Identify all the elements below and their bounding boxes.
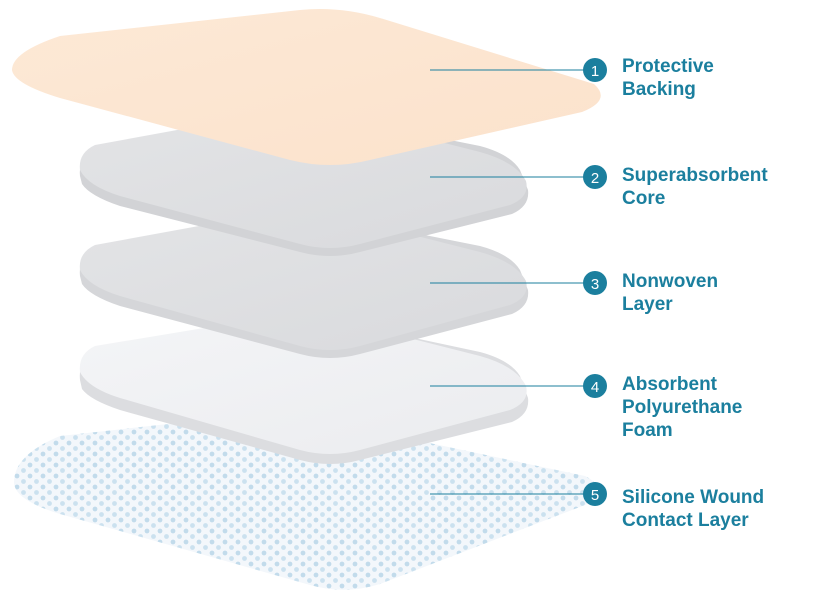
nonwoven-layer-shape [79,210,529,358]
number-badge-2: 2 [583,165,607,189]
number-badge-4: 4 [583,374,607,398]
number-badge-1: 1 [583,58,607,82]
leader-lines [430,69,585,495]
silicone-contact-layer-shape [14,414,599,590]
badge-number-1: 1 [591,63,599,80]
badge-number-3: 3 [591,276,599,293]
protective-backing-shape [12,9,601,165]
layer-label-nonwoven-layer: Nonwoven Layer [622,271,719,315]
foam-layer-shape [79,314,529,464]
badge-number-2: 2 [591,170,599,187]
layer-label-protective-backing: Protective Backing [622,56,714,100]
layer-label-superabsorbent-core: Superabsorbent Core [622,165,768,209]
layer-label-silicone-contact: Silicone Wound Contact Layer [622,487,765,531]
number-badge-5: 5 [583,482,607,506]
badge-number-4: 4 [591,379,599,396]
number-badge-3: 3 [583,271,607,295]
layer-label-absorbent-foam: Absorbent Polyurethane Foam [622,374,743,441]
badge-number-5: 5 [591,487,599,504]
